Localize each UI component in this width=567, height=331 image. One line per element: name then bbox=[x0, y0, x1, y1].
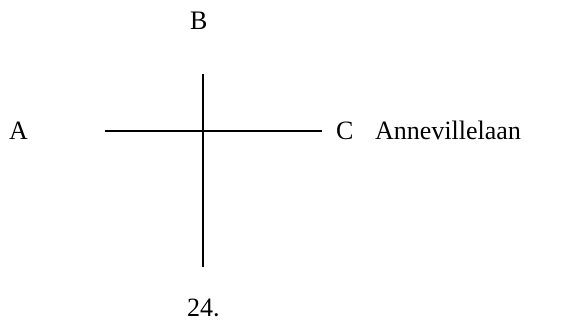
horizontal-road-line bbox=[105, 130, 322, 132]
label-b: B bbox=[190, 6, 208, 35]
figure-number: 24. bbox=[187, 293, 220, 322]
vertical-road-line bbox=[202, 74, 204, 267]
street-name-label: Annevillelaan bbox=[375, 116, 521, 145]
label-c: C bbox=[336, 116, 354, 145]
label-a: A bbox=[9, 116, 28, 145]
